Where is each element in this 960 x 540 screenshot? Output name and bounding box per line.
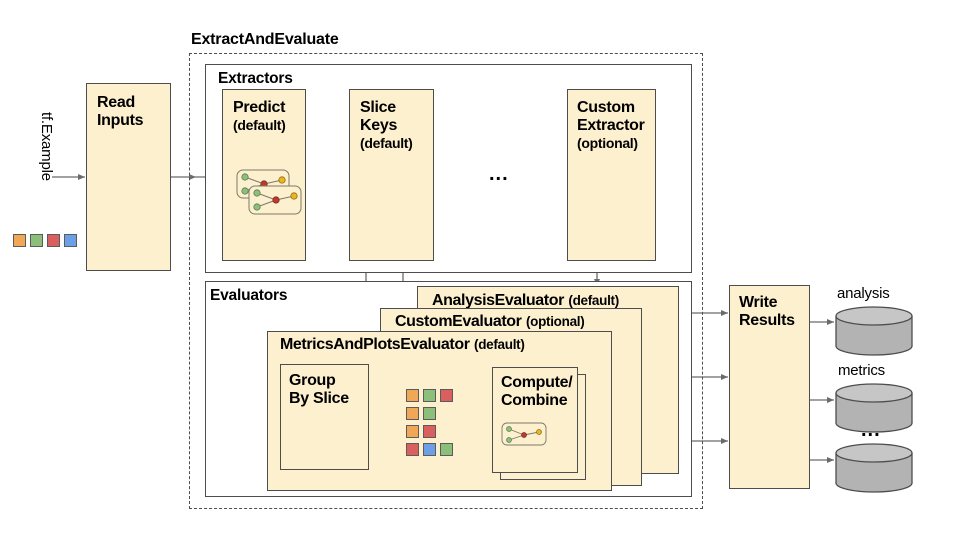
slice-swatch-grid (406, 389, 466, 467)
custom-evaluator-qualifier: (optional) (525, 314, 585, 329)
slice-swatch (423, 407, 436, 420)
analysis-evaluator-header: AnalysisEvaluator (default) (432, 292, 619, 310)
slice-swatch (406, 425, 419, 438)
extract-and-evaluate-group (189, 53, 703, 509)
extractors-ellipsis: ... (489, 163, 509, 185)
evaluators-group-label: Evaluators (210, 287, 288, 304)
custom-extractor-title-line2: Extractor (577, 117, 645, 134)
slice-swatch (406, 443, 419, 456)
read-inputs-title-line2: Inputs (97, 112, 144, 129)
slice-swatch (440, 389, 453, 402)
node-compute-combine[interactable]: Compute/ Combine (492, 367, 578, 473)
node-custom-extractor[interactable]: Custom Extractor (optional) (567, 89, 656, 261)
analysis-evaluator-name: AnalysisEvaluator (432, 292, 564, 309)
custom-evaluator-header: CustomEvaluator (optional) (395, 313, 585, 331)
custom-evaluator-name: CustomEvaluator (395, 313, 522, 330)
node-write-results[interactable]: Write Results (729, 285, 810, 489)
database-cylinder-icon[interactable] (834, 381, 920, 433)
slice-swatch (423, 443, 436, 456)
swatch-red (47, 234, 60, 247)
slice-keys-subtitle: (default) (360, 135, 413, 151)
metrics-evaluator-name: MetricsAndPlotsEvaluator (280, 336, 470, 353)
node-predict[interactable]: Predict (default) (222, 89, 306, 261)
slice-swatch (440, 443, 453, 456)
node-group-by-slice[interactable]: Group By Slice (280, 364, 369, 470)
extract-and-evaluate-label: ExtractAndEvaluate (191, 31, 339, 48)
output-label-ellipsis: ... (861, 419, 881, 441)
slice-keys-title-line1: Slice (360, 99, 396, 116)
input-label-wrap: tf.Example (38, 112, 58, 212)
output-label-analysis: analysis (837, 285, 890, 302)
database-cylinder-icon[interactable] (834, 304, 920, 356)
predict-subtitle: (default) (233, 117, 286, 133)
write-results-title-line1: Write (739, 294, 778, 311)
slice-swatch (423, 389, 436, 402)
model-graph-icon (236, 169, 302, 215)
node-read-inputs[interactable]: Read Inputs (86, 83, 171, 271)
input-swatches (13, 234, 77, 247)
metrics-evaluator-header: MetricsAndPlotsEvaluator (default) (280, 336, 525, 354)
slice-swatch (406, 407, 419, 420)
custom-extractor-title-line1: Custom (577, 99, 635, 116)
node-slice-keys[interactable]: Slice Keys (default) (349, 89, 434, 261)
compute-combine-title-line2: Combine (501, 392, 568, 409)
input-label: tf.Example (38, 112, 55, 181)
metric-graph-icon (501, 422, 547, 446)
swatch-orange (13, 234, 26, 247)
swatch-green (30, 234, 43, 247)
swatch-blue (64, 234, 77, 247)
read-inputs-title-line1: Read (97, 94, 135, 111)
custom-extractor-subtitle: (optional) (577, 135, 638, 151)
group-by-slice-title-line2: By Slice (289, 390, 349, 407)
node-metrics-and-plots-evaluator[interactable]: MetricsAndPlotsEvaluator (default) Group… (267, 331, 612, 491)
slice-swatch (406, 389, 419, 402)
slice-keys-title-line2: Keys (360, 117, 398, 134)
predict-title: Predict (233, 99, 286, 116)
extractors-group-label: Extractors (218, 70, 293, 87)
write-results-title-line2: Results (739, 312, 795, 329)
analysis-evaluator-qualifier: (default) (568, 293, 619, 308)
output-label-metrics: metrics (838, 362, 885, 379)
compute-combine-title-line1: Compute/ (501, 374, 573, 391)
database-cylinder-icon[interactable] (834, 441, 920, 493)
metrics-evaluator-qualifier: (default) (474, 337, 525, 352)
slice-swatch (423, 425, 436, 438)
group-by-slice-title-line1: Group (289, 372, 336, 389)
